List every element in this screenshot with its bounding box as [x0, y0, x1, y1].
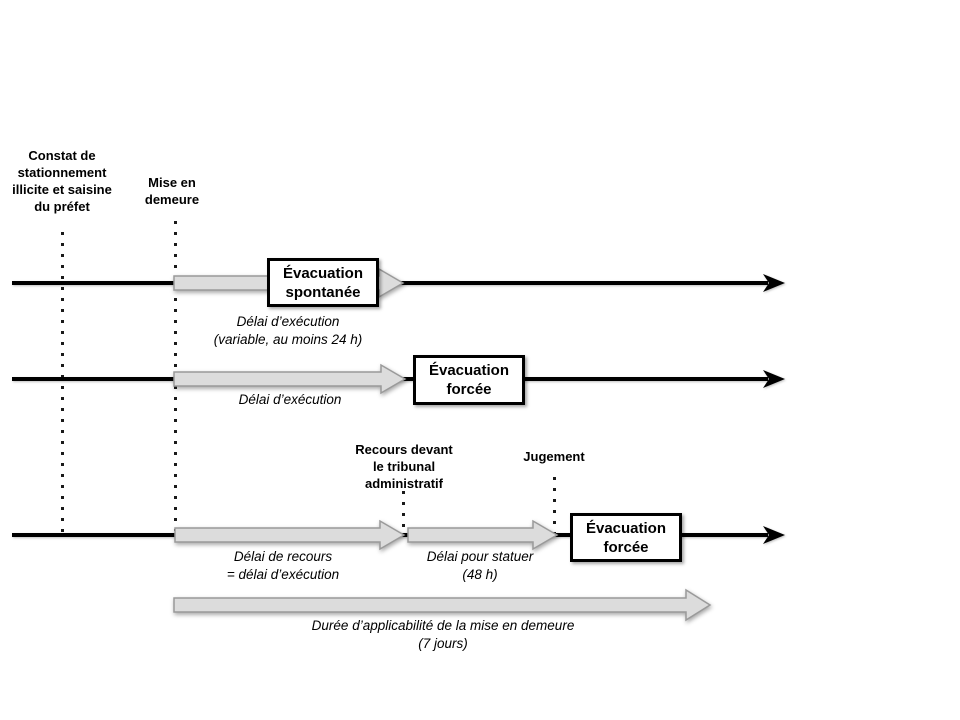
label-delai-execution-row1-line1: Délai d’exécution — [236, 314, 340, 329]
label-delai-recours-line2: = délai d’exécution — [226, 567, 340, 582]
label-delai-execution-row1: Délai d’exécution (variable, au moins 24… — [188, 313, 388, 349]
label-mise-en-demeure: Mise en demeure — [144, 175, 200, 207]
label-duree-applicabilite-line1: Durée d’applicabilité de la mise en deme… — [311, 618, 575, 633]
box-evacuation-forcee-row3-label: Évacuation forcée — [585, 519, 667, 556]
dotted-line-constat — [60, 232, 64, 538]
timeline-1-arrowhead-icon — [763, 274, 785, 292]
block-arrow-delai-statuer — [407, 519, 559, 551]
dotted-line-jugement — [553, 477, 556, 533]
block-arrow-delai-recours — [174, 519, 406, 551]
label-delai-execution-row1-line2: (variable, au moins 24 h) — [213, 332, 363, 347]
label-recours: Recours devant le tribunal administratif — [355, 442, 453, 491]
timeline-1 — [12, 281, 768, 285]
label-delai-recours-line1: Délai de recours — [233, 549, 333, 564]
label-delai-recours: Délai de recours = délai d’exécution — [183, 548, 383, 584]
label-delai-statuer: Délai pour statuer (48 h) — [380, 548, 580, 584]
box-evacuation-forcee-row3: Évacuation forcée — [570, 513, 682, 562]
timeline-3-arrowhead-icon — [763, 526, 785, 544]
label-delai-execution-row2: Délai d’exécution — [190, 391, 390, 409]
label-constat: Constat de stationnement illicite et sai… — [12, 148, 112, 214]
box-evacuation-forcee-row2: Évacuation forcée — [413, 355, 525, 405]
dotted-line-mise-en-demeure — [173, 221, 177, 531]
box-evacuation-forcee-row2-label: Évacuation forcée — [428, 362, 510, 398]
label-delai-statuer-line1: Délai pour statuer — [426, 549, 534, 564]
block-arrow-duree-applicabilite — [173, 588, 712, 622]
label-delai-statuer-line2: (48 h) — [462, 567, 498, 582]
timeline-2-arrowhead-icon — [763, 370, 785, 388]
box-evacuation-spontanee: Évacuation spontanée — [267, 258, 379, 307]
timeline-2 — [12, 377, 768, 381]
label-duree-applicabilite: Durée d’applicabilité de la mise en deme… — [293, 617, 593, 653]
label-duree-applicabilite-line2: (7 jours) — [418, 636, 468, 651]
dotted-line-recours — [402, 491, 405, 533]
label-jugement: Jugement — [523, 449, 585, 464]
block-arrow-delai-execution-row2 — [173, 363, 407, 395]
box-evacuation-spontanee-label: Évacuation spontanée — [282, 264, 364, 301]
label-delai-execution-row2-line1: Délai d’exécution — [238, 392, 342, 407]
